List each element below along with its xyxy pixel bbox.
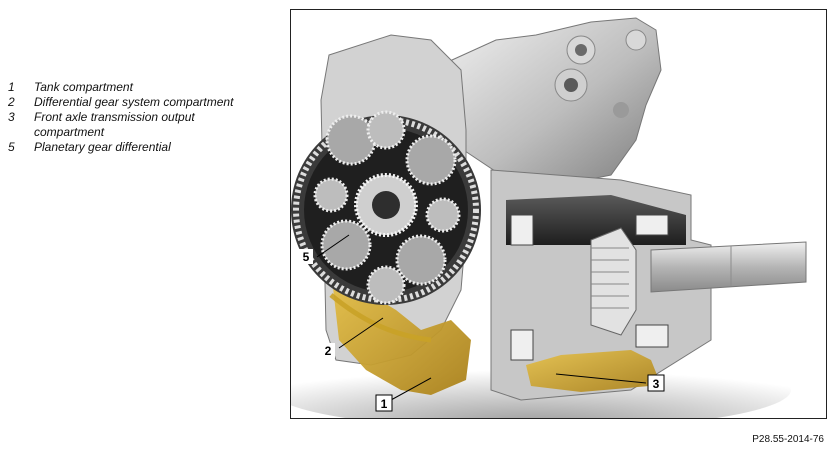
cutaway-illustration: 5 2 1 3 xyxy=(291,17,807,418)
legend-number: 3 xyxy=(8,110,15,124)
leader-2 xyxy=(338,317,384,349)
legend-item-tank: 1 Tank compartment xyxy=(8,80,268,95)
legend-text: Tank compartment xyxy=(34,80,133,94)
legend: 1 Tank compartment 2 Differential gear s… xyxy=(8,80,268,155)
bearing xyxy=(635,214,669,236)
legend-item-planetary: 5 Planetary gear differential xyxy=(8,140,268,155)
ring-gear-teeth xyxy=(293,117,479,303)
bearing xyxy=(510,329,534,361)
legend-number: 2 xyxy=(8,95,15,109)
leader-5 xyxy=(316,234,350,258)
leader-3 xyxy=(555,373,647,384)
callout-3-label: 3 xyxy=(653,377,660,391)
callout-2: 2 xyxy=(321,343,335,358)
housing-bore xyxy=(613,102,629,118)
callout-5: 5 xyxy=(299,249,313,264)
legend-text: Planetary gear differential xyxy=(34,140,171,154)
bevel-gear-teeth xyxy=(591,247,629,309)
legend-number: 1 xyxy=(8,80,15,94)
reference-code: P28.55-2014-76 xyxy=(752,434,824,445)
legend-text: Differential gear system compartment xyxy=(34,95,234,109)
callout-1-label: 1 xyxy=(381,397,388,411)
legend-item-differential: 2 Differential gear system compartment xyxy=(8,95,268,110)
housing-bore xyxy=(575,44,587,56)
oil-differential xyxy=(329,293,432,343)
sun-gear-hub xyxy=(372,191,400,219)
output-shaft xyxy=(650,241,807,293)
callout-5-label: 5 xyxy=(303,250,310,264)
housing-bore xyxy=(564,78,578,92)
housing-boss xyxy=(625,29,647,51)
legend-text: Front axle transmission output compartme… xyxy=(34,110,195,139)
callout-2-label: 2 xyxy=(325,344,332,358)
bearing xyxy=(635,324,669,348)
legend-number: 5 xyxy=(8,140,15,154)
planet-gears xyxy=(313,110,461,305)
callout-3: 3 xyxy=(647,374,665,392)
leader-1 xyxy=(390,377,432,401)
bearing xyxy=(510,214,534,246)
bevel-gear xyxy=(590,227,637,336)
legend-item-front-axle: 3 Front axle transmission output compart… xyxy=(8,110,268,140)
callout-1: 1 xyxy=(375,394,393,412)
transmission-figure: 5 2 1 3 xyxy=(290,9,827,419)
